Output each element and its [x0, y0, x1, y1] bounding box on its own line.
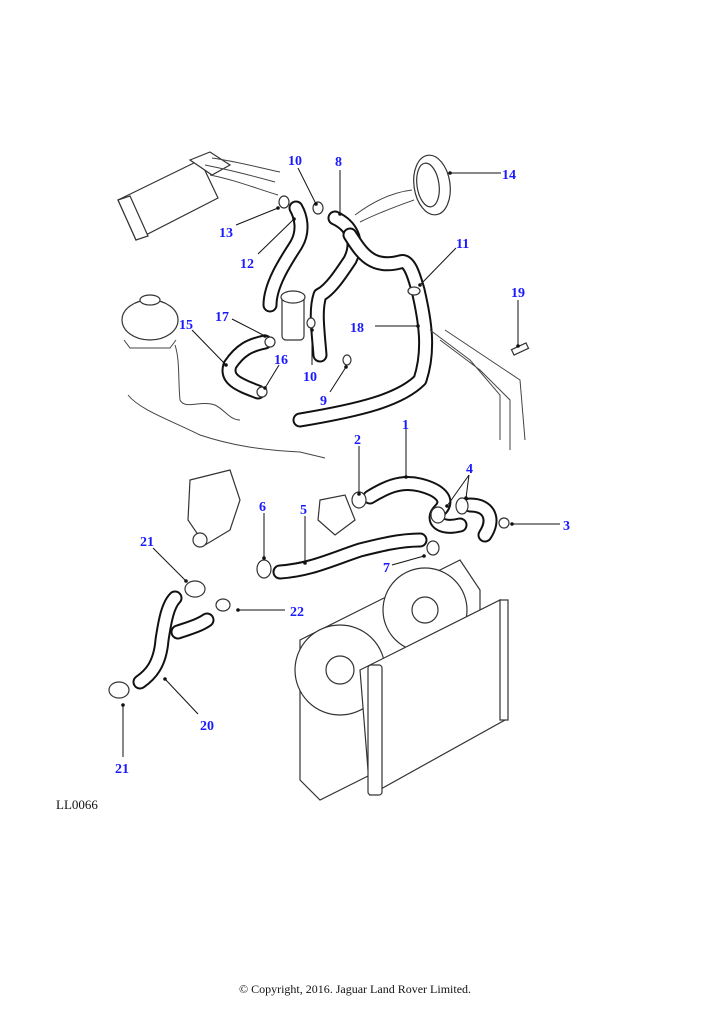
callout-7[interactable]: 7 — [383, 561, 390, 576]
callout-3[interactable]: 3 — [563, 519, 570, 534]
callout-20[interactable]: 20 — [200, 719, 214, 734]
callout-17[interactable]: 17 — [215, 310, 229, 325]
heater-core — [117, 151, 281, 241]
callout-11[interactable]: 11 — [456, 237, 469, 252]
callout-4[interactable]: 4 — [466, 462, 473, 477]
callout-16[interactable]: 16 — [274, 353, 288, 368]
copyright-notice: © Copyright, 2016. Jaguar Land Rover Lim… — [238, 982, 472, 996]
expansion-tank — [121, 294, 179, 349]
callout-10-top[interactable]: 10 — [288, 154, 302, 169]
callout-22[interactable]: 22 — [290, 605, 304, 620]
callout-21-bottom[interactable]: 21 — [115, 762, 129, 777]
callout-15[interactable]: 15 — [179, 318, 193, 333]
callout-10-bottom[interactable]: 10 — [303, 370, 317, 385]
callout-5[interactable]: 5 — [300, 503, 307, 518]
callout-21-top[interactable]: 21 — [140, 535, 154, 550]
bottom-hose-5 — [272, 532, 428, 580]
callouts: 1 2 3 4 5 6 7 8 9 10 10 11 12 13 14 15 — [115, 154, 570, 777]
illustration-reference-code: LL0066 — [56, 797, 98, 812]
thermostat-housing — [280, 290, 306, 341]
top-hose-1 — [362, 476, 498, 543]
coolant-outlet-housing — [187, 469, 356, 548]
callout-19[interactable]: 19 — [511, 286, 525, 301]
hose-15 — [221, 334, 273, 400]
radiator-fan-assembly — [294, 559, 509, 801]
callout-18[interactable]: 18 — [350, 321, 364, 336]
callout-6[interactable]: 6 — [259, 500, 266, 515]
callout-1[interactable]: 1 — [402, 418, 409, 433]
callout-9[interactable]: 9 — [320, 394, 327, 409]
grommet — [354, 154, 451, 223]
callout-14[interactable]: 14 — [502, 168, 516, 183]
callout-2[interactable]: 2 — [354, 433, 361, 448]
hose-20 — [132, 590, 215, 690]
callout-8[interactable]: 8 — [335, 155, 342, 170]
bleed-screw — [510, 342, 530, 356]
heater-hose-12 — [262, 200, 309, 313]
callout-13[interactable]: 13 — [219, 226, 233, 241]
callout-12[interactable]: 12 — [240, 257, 254, 272]
heater-hose-18 — [292, 227, 434, 428]
